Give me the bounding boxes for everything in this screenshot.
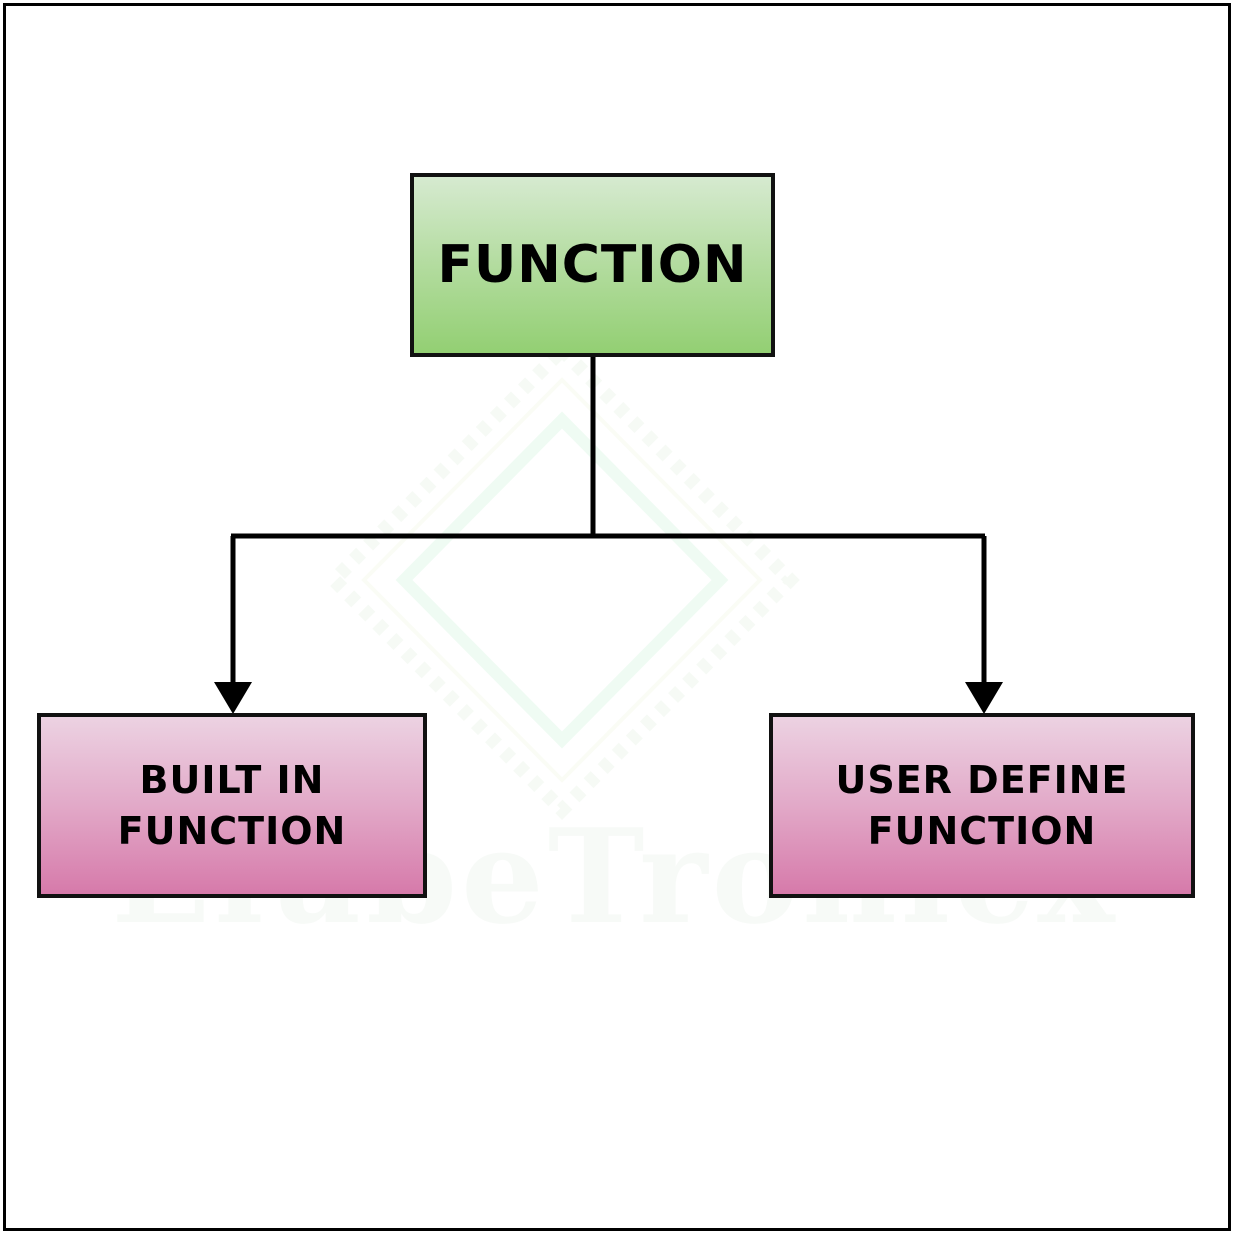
function-node-label: FUNCTION [437,235,748,295]
built-in-function-label: BUILT IN FUNCTION [117,758,347,853]
left-arrowhead [214,682,252,714]
built-in-function-node: BUILT IN FUNCTION [37,713,427,898]
user-define-function-label: USER DEFINE FUNCTION [835,758,1129,853]
watermark-emblem [324,340,800,820]
user-define-function-node: USER DEFINE FUNCTION [769,713,1195,898]
right-arrowhead [965,682,1003,714]
function-node: FUNCTION [410,173,775,357]
connectors [230,357,987,690]
